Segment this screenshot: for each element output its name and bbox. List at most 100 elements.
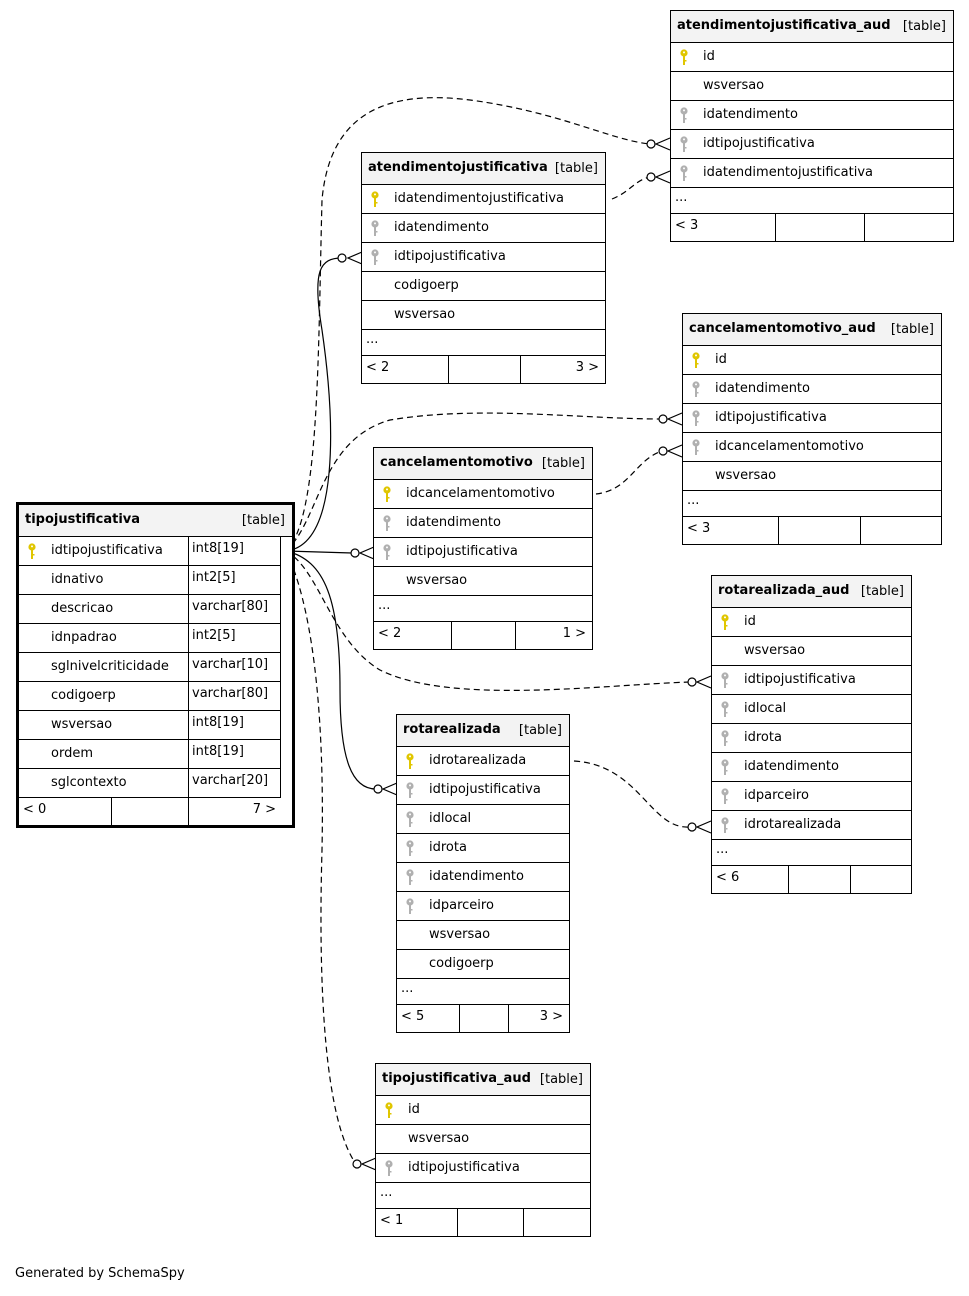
- column-row[interactable]: id: [671, 43, 953, 72]
- column-row[interactable]: idparceiro: [712, 782, 911, 811]
- table-tipojustificativa[interactable]: tipojustificativa [table] idtipojustific…: [16, 502, 295, 828]
- edge-tipojustificativa-cancelamentomotivo: [285, 550, 353, 554]
- column-row[interactable]: id: [712, 608, 911, 637]
- column-row[interactable]: idatendimentojustificativa: [671, 159, 953, 188]
- table-header: atendimentojustificativa [table]: [362, 153, 605, 185]
- column-row[interactable]: idatendimento: [362, 214, 605, 243]
- column-row[interactable]: idatendimento: [683, 375, 941, 404]
- column-row[interactable]: wsversao: [376, 1125, 590, 1154]
- column-name: idtipojustificativa: [429, 782, 541, 797]
- column-row[interactable]: idparceiro: [397, 892, 569, 921]
- table-tag: [table]: [554, 161, 598, 176]
- column-row[interactable]: idrota: [397, 834, 569, 863]
- column-row[interactable]: idrota: [712, 724, 911, 753]
- column-name: id: [715, 352, 727, 367]
- footer-children: 3 >: [508, 1005, 569, 1032]
- column-name: wsversao: [429, 927, 491, 942]
- column-row[interactable]: idlocal: [397, 805, 569, 834]
- primary-key-icon: [28, 543, 36, 559]
- table-atendimentojustificativa[interactable]: atendimentojustificativa [table] idatend…: [361, 152, 606, 384]
- column-row[interactable]: wsversao: [374, 567, 592, 596]
- column-row[interactable]: idcancelamentomotivo: [374, 480, 592, 509]
- column-row[interactable]: codigoerp: [362, 272, 605, 301]
- column-row[interactable]: idatendimento: [397, 863, 569, 892]
- column-row[interactable]: idtipojustificativa: [671, 130, 953, 159]
- column-row[interactable]: idrotarealizada: [712, 811, 911, 840]
- column-name: idtipojustificativa: [394, 249, 506, 264]
- footer-mid: [775, 214, 864, 241]
- table-rotarealizada-aud[interactable]: rotarealizada_aud [table] id wsversao idti…: [711, 575, 912, 894]
- footer-children: 3 >: [520, 356, 605, 383]
- column-name: wsversao: [744, 643, 806, 658]
- column-row[interactable]: id: [376, 1096, 590, 1125]
- column-row[interactable]: idrotarealizada: [397, 747, 569, 776]
- column-name: id: [703, 49, 715, 64]
- column-row[interactable]: wsversao: [671, 72, 953, 101]
- table-header: rotarealizada [table]: [397, 715, 569, 747]
- column-name: wsversao: [51, 717, 113, 732]
- footer-children: [850, 866, 911, 893]
- table-tag: [table]: [860, 584, 904, 599]
- footer-children: 1 >: [515, 622, 592, 649]
- edge-tipojustificativa-rotarealizada: [285, 550, 377, 790]
- table-rotarealizada[interactable]: rotarealizada [table] idrotarealizada idt…: [396, 714, 570, 1033]
- table-name: tipojustificativa_aud: [382, 1071, 531, 1086]
- foreign-key-icon: [721, 701, 729, 717]
- footer-mid: [788, 866, 850, 893]
- column-row[interactable]: wsversao: [362, 301, 605, 330]
- column-row[interactable]: wsversao: [683, 462, 941, 491]
- table-header: cancelamentomotivo [table]: [374, 448, 592, 480]
- table-footer: < 3: [671, 214, 953, 241]
- footer-parents: < 5: [401, 1009, 425, 1024]
- table-name: atendimentojustificativa_aud: [677, 18, 891, 33]
- column-row[interactable]: idcancelamentomotivo: [683, 433, 941, 462]
- column-row[interactable]: idtipojustificativa: [397, 776, 569, 805]
- column-row[interactable]: idtipojustificativa: [712, 666, 911, 695]
- column-name: idatendimento: [429, 869, 524, 884]
- table-name: tipojustificativa: [25, 512, 141, 527]
- footer-mid: [778, 517, 860, 544]
- edge-tipojustificativa-atendimentojustificativa: [285, 257, 343, 552]
- column-row[interactable]: idlocal: [712, 695, 911, 724]
- footer-mid: [448, 356, 520, 383]
- more-columns: ...: [374, 596, 592, 622]
- column-row[interactable]: wsversao: [397, 921, 569, 950]
- table-cancelamentomotivo[interactable]: cancelamentomotivo [table] idcancelament…: [373, 447, 593, 650]
- column-row[interactable]: wsversao: [712, 637, 911, 666]
- table-header: rotarealizada_aud [table]: [712, 576, 911, 608]
- footer-parents: < 2: [378, 626, 402, 641]
- foreign-key-icon: [692, 410, 700, 426]
- column-name: codigoerp: [394, 278, 459, 293]
- column-name: idparceiro: [429, 898, 494, 913]
- foreign-key-icon: [406, 840, 414, 856]
- column-row[interactable]: idtipojustificativa: [362, 243, 605, 272]
- primary-key-icon: [371, 191, 379, 207]
- column-row[interactable]: idtipojustificativa: [374, 538, 592, 567]
- column-name: idtipojustificativa: [703, 136, 815, 151]
- column-row[interactable]: id: [683, 346, 941, 375]
- foreign-key-icon: [692, 381, 700, 397]
- column-name: idcancelamentomotivo: [715, 439, 864, 454]
- column-row[interactable]: idatendimento: [671, 101, 953, 130]
- column-row[interactable]: idatendimentojustificativa: [362, 185, 605, 214]
- column-row[interactable]: idtipojustificativa: [376, 1154, 590, 1183]
- footer-mid: [459, 1005, 508, 1032]
- column-row[interactable]: codigoerp: [397, 950, 569, 979]
- column-row[interactable]: idtipojustificativa: [683, 404, 941, 433]
- column-row[interactable]: idatendimento: [374, 509, 592, 538]
- primary-key-icon: [383, 486, 391, 502]
- column-row[interactable]: idatendimento: [712, 753, 911, 782]
- foreign-key-icon: [721, 759, 729, 775]
